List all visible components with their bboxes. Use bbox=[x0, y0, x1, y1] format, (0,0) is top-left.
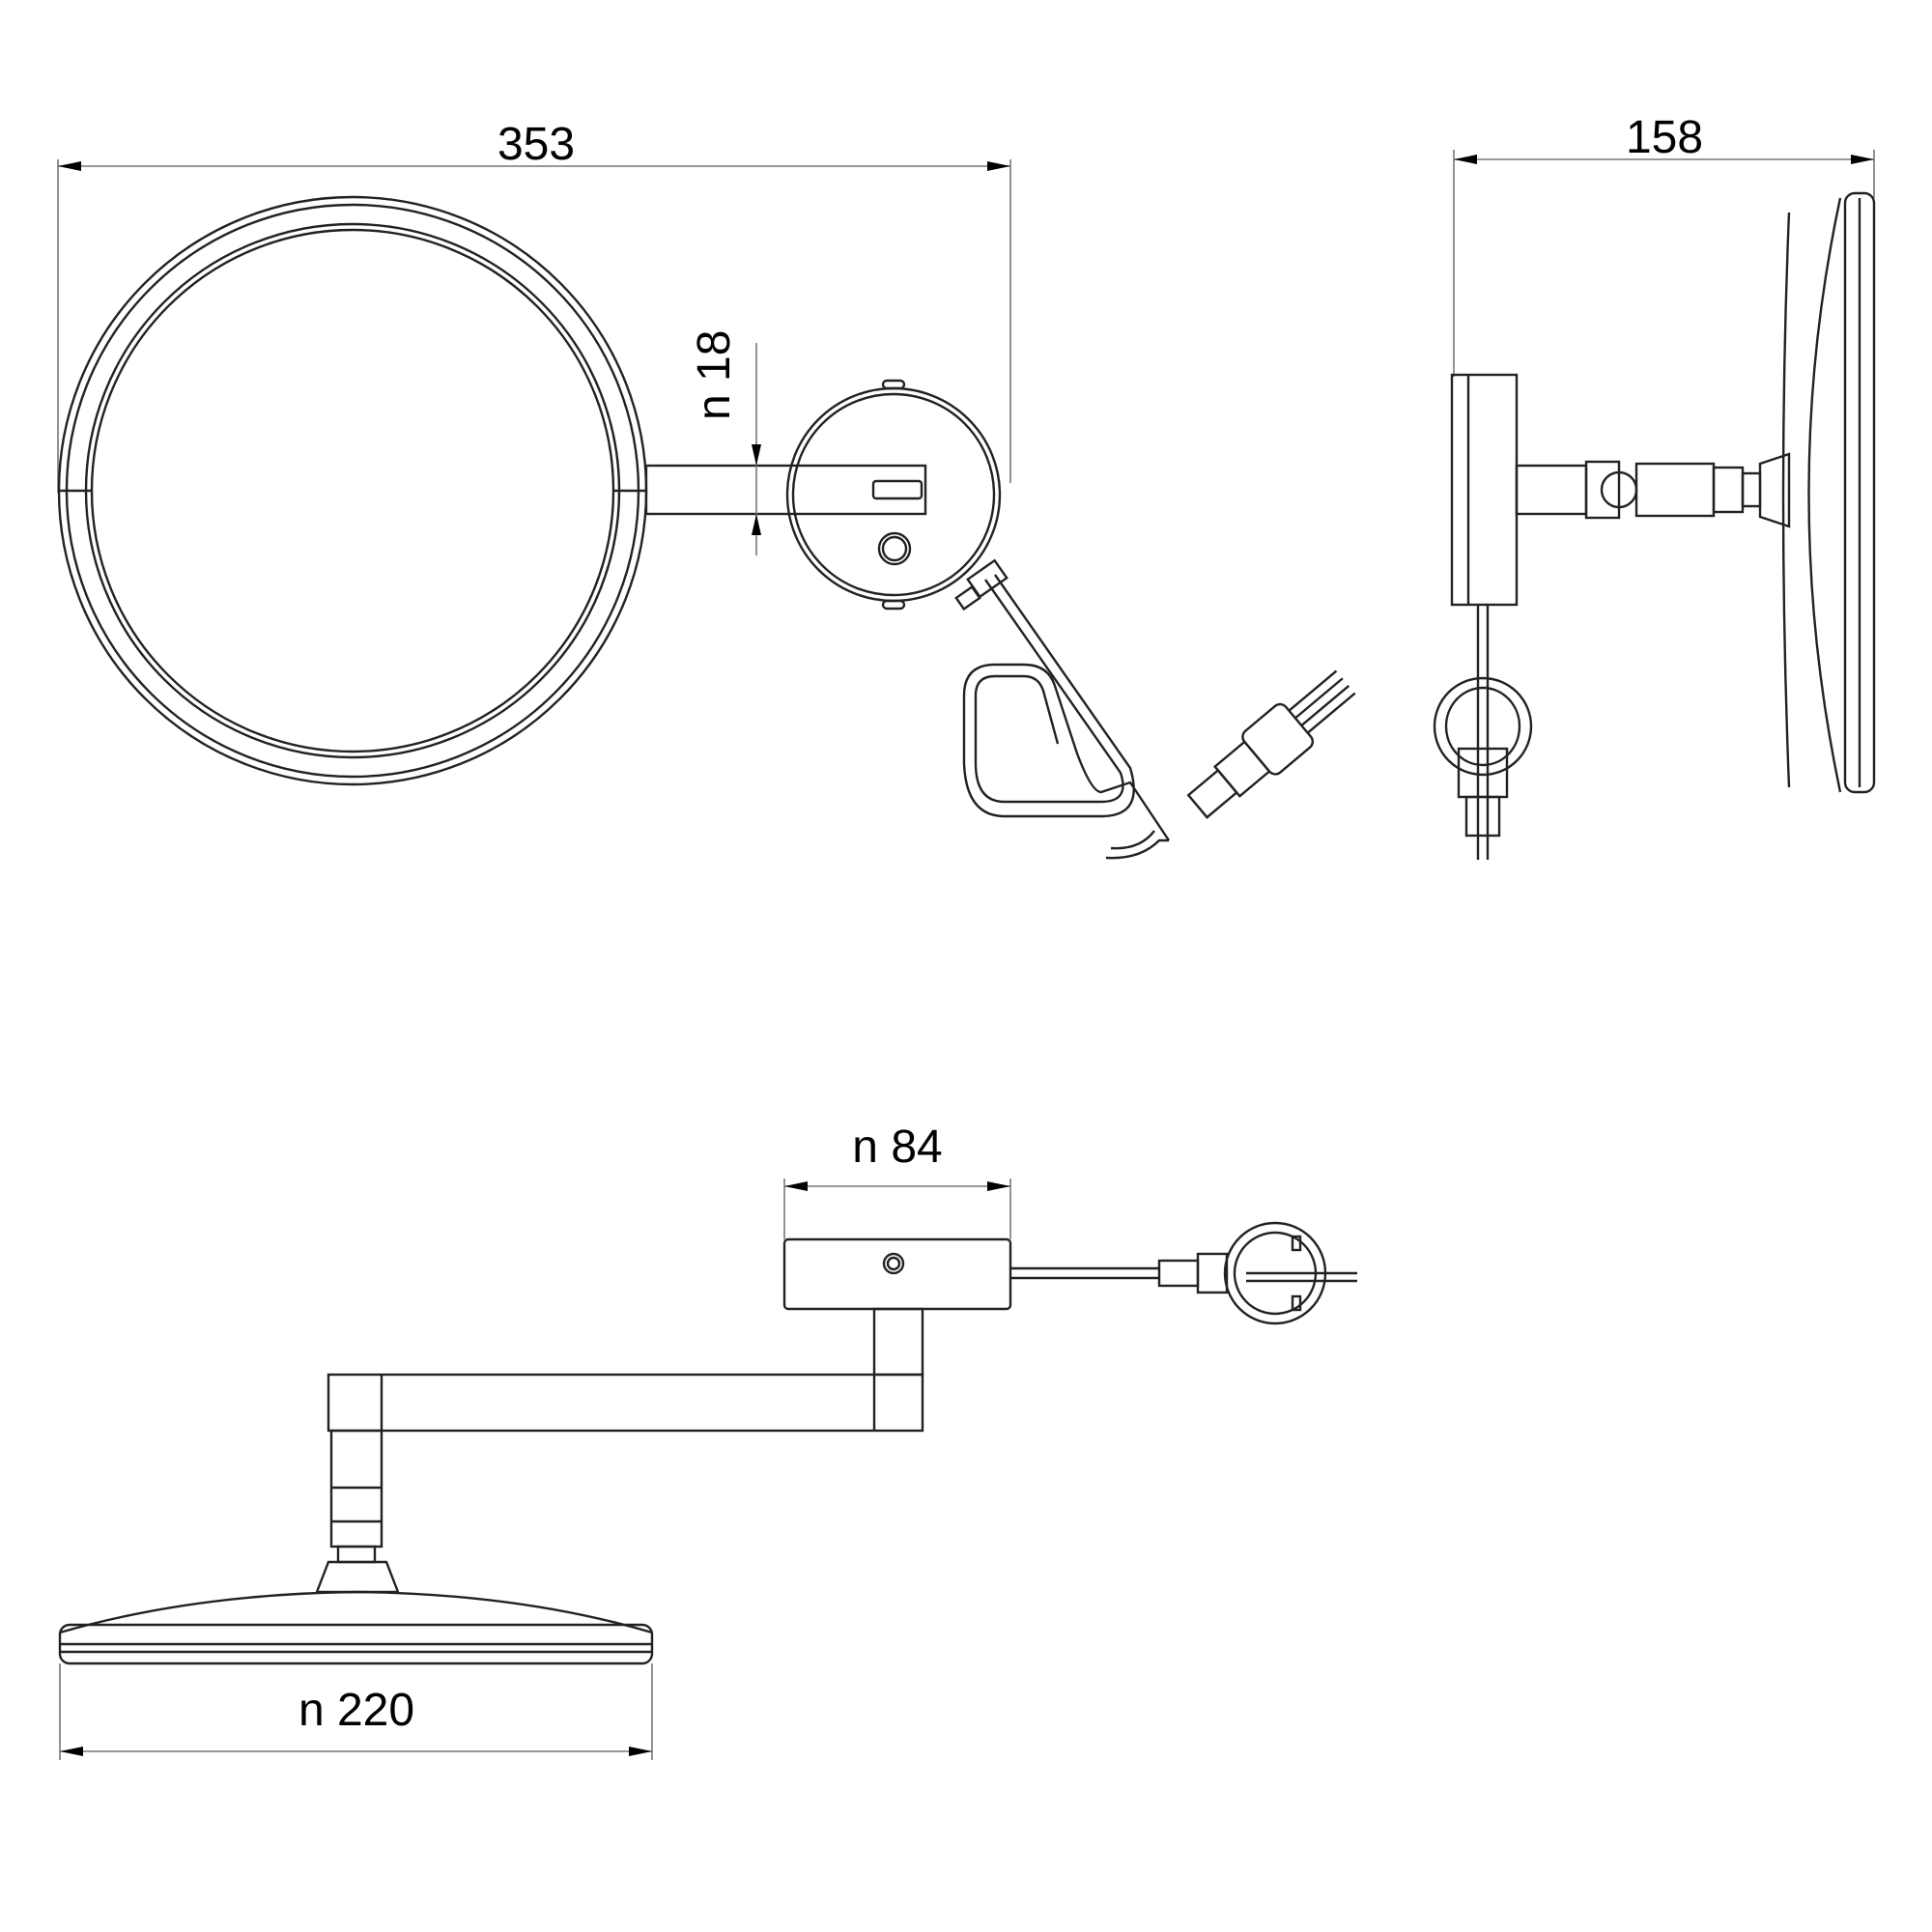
dimension-depth: 158 bbox=[1626, 112, 1703, 163]
dimension-overall-width: 353 bbox=[497, 119, 575, 170]
plug-front-icon bbox=[1157, 1221, 1357, 1325]
dimension-wall-plate-diameter: n 84 bbox=[852, 1122, 942, 1173]
side-view: 158 bbox=[1433, 112, 1876, 860]
top-view: n 84 bbox=[58, 1122, 1357, 1760]
dimension-mirror-diameter: n 220 bbox=[298, 1685, 414, 1736]
dimension-arm-diameter: n 18 bbox=[689, 330, 740, 420]
power-cable bbox=[954, 558, 1356, 860]
plug-icon bbox=[1186, 669, 1356, 819]
front-view: 353 n 18 bbox=[57, 119, 1356, 860]
